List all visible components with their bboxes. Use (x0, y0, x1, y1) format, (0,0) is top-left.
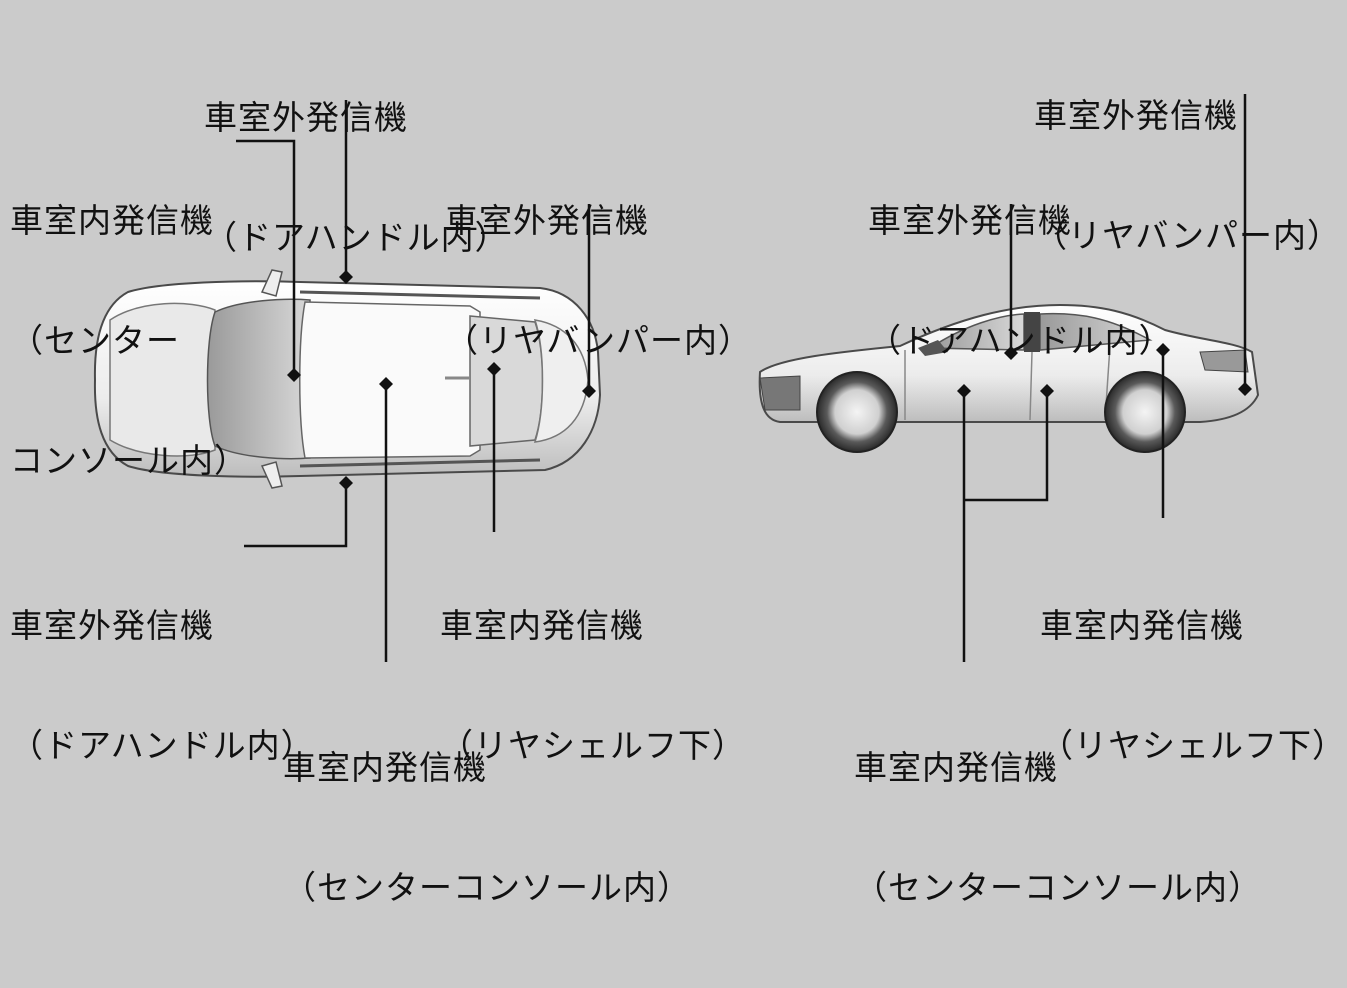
label-line: 車室内発信機 (10, 201, 214, 240)
label-line: （センター (10, 321, 180, 360)
side-rear-window (1039, 312, 1153, 351)
label-line: （リヤシェルフ下） (440, 726, 746, 765)
top-roof (299, 301, 481, 459)
marker-rear-bumper-side (1238, 382, 1252, 396)
marker-door-handle-bottom (339, 476, 353, 490)
label-line: （リヤシェルフ下） (1040, 726, 1346, 765)
marker-center-console-front-door (957, 384, 971, 398)
label-line: （ドアハンドル内） (204, 218, 509, 257)
leader-center-console-side (962, 392, 1049, 662)
marker-center-console-bottom (379, 377, 393, 391)
label-line: 車室外発信機 (868, 201, 1072, 240)
top-view-car (93, 269, 602, 489)
side-front-wheel (816, 371, 898, 453)
top-view-markers (287, 270, 596, 490)
side-rear-wheel (1104, 371, 1186, 453)
label-rear-bumper-top: 車室外発信機 （リヤバンパー内） (445, 121, 752, 441)
label-rear-shelf-side: 車室内発信機 （リヤシェルフ下） (1040, 526, 1346, 846)
label-line: （リヤバンパー内） (445, 321, 752, 360)
side-view-leader-lines (962, 94, 1247, 662)
label-line: （リヤバンパー内） (1034, 216, 1341, 255)
transmitter-location-diagram: 車室外発信機 （ドアハンドル内） 車室内発信機 （センター コンソール内） 車室… (10, 16, 1345, 907)
marker-door-handle-side (1004, 346, 1018, 360)
marker-door-handle-top (339, 270, 353, 284)
label-line: コンソール内） (10, 441, 248, 480)
top-windshield (206, 298, 311, 460)
label-line: 車室外発信機 (1034, 96, 1238, 135)
label-line: 車室内発信機 (1040, 606, 1244, 645)
label-line: （ドアハンドル内） (868, 321, 1173, 360)
label-center-console-side: 車室内発信機 （センターコンソール内） (854, 668, 1262, 988)
side-view-car (758, 303, 1260, 453)
diagram-drawing (93, 94, 1260, 662)
label-center-console-left: 車室内発信機 （センター コンソール内） (10, 121, 248, 561)
marker-rear-bumper-top (582, 384, 596, 398)
label-line: 車室内発信機 (440, 606, 644, 645)
marker-rear-shelf-top (487, 362, 501, 376)
side-front-window (927, 313, 1025, 351)
top-view-leader-lines (236, 100, 591, 662)
label-rear-bumper-side: 車室外発信機 （リヤバンパー内） (1034, 16, 1341, 336)
label-door-handle-top: 車室外発信機 （ドアハンドル内） (204, 18, 509, 338)
label-rear-shelf-top: 車室内発信機 （リヤシェルフ下） (440, 526, 746, 846)
label-line: （ドアハンドル内） (10, 726, 315, 765)
side-view-markers (957, 343, 1252, 398)
top-mirror-upper (260, 269, 283, 297)
label-line: （センターコンソール内） (854, 868, 1262, 907)
label-line: （センターコンソール内） (283, 868, 691, 907)
label-center-console-bottom: 車室内発信機 （センターコンソール内） (283, 668, 691, 988)
marker-center-console-left (287, 368, 301, 382)
leader-center-console-left (236, 139, 296, 374)
marker-center-console-rear-door (1040, 384, 1054, 398)
leader-door-handle-bottom (244, 484, 348, 548)
label-line: 車室外発信機 (10, 606, 214, 645)
label-line: 車室内発信機 (283, 748, 487, 787)
label-line: 車室外発信機 (204, 98, 408, 137)
label-line: 車室内発信機 (854, 748, 1058, 787)
label-line: 車室外発信機 (445, 201, 649, 240)
label-door-handle-side: 車室外発信機 （ドアハンドル内） (868, 121, 1173, 441)
marker-rear-shelf-side (1156, 343, 1170, 357)
top-mirror-lower (260, 461, 283, 489)
label-door-handle-bottom: 車室外発信機 （ドアハンドル内） (10, 526, 315, 846)
